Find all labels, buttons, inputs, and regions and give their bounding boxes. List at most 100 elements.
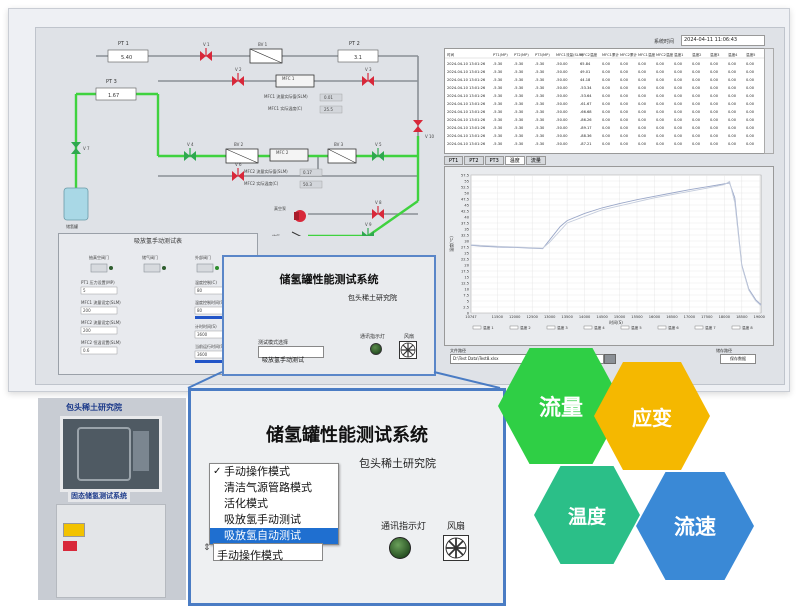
valve-icon[interactable]: V 4 [184, 142, 196, 161]
legend-swatch[interactable] [546, 325, 556, 330]
pt1-pressure-input[interactable] [80, 286, 118, 295]
table-cell: 0.00 [728, 118, 737, 122]
manual-btn-label-1: 储气阀门 [142, 254, 158, 260]
legend-swatch[interactable] [657, 325, 667, 330]
mode-option-3[interactable]: 吸放氢手动测试 [224, 513, 301, 526]
table-header: MFC1温度 [638, 52, 656, 57]
table-cell: -5.30 [493, 110, 503, 114]
mode-option-2[interactable]: 活化模式 [224, 497, 268, 510]
vacuum-valve-button[interactable] [90, 263, 108, 273]
right-field-label-2: 计时时间(S) [195, 323, 217, 329]
valve-icon[interactable]: V 2 [232, 67, 244, 86]
table-scrollbar[interactable] [764, 48, 774, 154]
system-panel: 储氢罐性能测试系统 包头稀土研究院 测试模式选择 吸放氢手动测试 通讯指示灯 风… [222, 255, 436, 376]
table-header: MFC2温度 [580, 52, 598, 57]
table-cell: 0.00 [656, 110, 665, 114]
table-cell: -50.00 [556, 142, 568, 146]
table-row[interactable]: 2024-04-10 13:01:26-5.30-5.30-5.30-50.00… [447, 126, 755, 130]
table-cell: 0.00 [692, 70, 701, 74]
table-cell: 0.00 [638, 62, 647, 66]
tab-flow[interactable]: 流量 [525, 156, 546, 165]
table-cell: 0.00 [746, 102, 755, 106]
tab-pt1[interactable]: PT1 [444, 156, 464, 165]
legend-swatch[interactable] [731, 325, 741, 330]
valve-icon[interactable] [71, 142, 81, 154]
table-cell: -88.36 [580, 134, 592, 138]
mfc1-temp-value: 25.5 [324, 107, 333, 112]
mfc2-flow-input[interactable] [80, 326, 118, 335]
table-cell: 0.00 [746, 134, 755, 138]
folder-icon[interactable] [604, 354, 616, 364]
table-row[interactable]: 2024-04-10 13:01:26-5.30-5.30-5.30-50.00… [447, 86, 755, 90]
y-tick-label: 10 [464, 287, 469, 291]
table-row[interactable]: 2024-04-10 13:01:26-5.30-5.30-5.30-50.00… [447, 118, 755, 122]
x-tick-label: 12000 [509, 315, 521, 319]
mode-option-4[interactable]: 吸放氢自动测试 [210, 528, 338, 544]
table-cell: -50.00 [556, 118, 568, 122]
legend-swatch[interactable] [472, 325, 482, 330]
legend-label: 温度 7 [705, 325, 716, 330]
legend-swatch[interactable] [583, 325, 593, 330]
valve-icon[interactable]: V 1 [200, 42, 212, 61]
legend-swatch[interactable] [509, 325, 519, 330]
table-row[interactable]: 2024-04-10 13:01:26-5.30-5.30-5.30-50.00… [447, 110, 755, 114]
x-tick-label: 18500 [736, 315, 748, 319]
valve-icon[interactable]: V 5 [372, 142, 384, 161]
mfc2-temp-label: MFC2 实际温度(C) [244, 180, 279, 186]
mfc2-label: MFC 2 [276, 150, 289, 155]
table-cell: -86.26 [580, 118, 592, 122]
field-label-1: MFC1 流量设定(SLM) [81, 299, 121, 305]
table-row[interactable]: 2024-04-10 13:01:26-5.30-5.30-5.30-50.00… [447, 94, 755, 98]
status-led [162, 266, 166, 270]
mode-dropdown[interactable]: ✓手动操作模式 清洁气源管路模式 活化模式 吸放氢手动测试 吸放氢自动测试 [209, 463, 339, 545]
zoom-mode-select[interactable]: 手动操作模式 [213, 543, 323, 562]
mfc1-temp-label: MFC1 实际温度(C) [268, 105, 303, 111]
tab-pt3[interactable]: PT3 [484, 156, 504, 165]
table-cell: -50.00 [556, 110, 568, 114]
table-cell: 0.00 [674, 126, 683, 130]
x-tick-label: 19000 [754, 315, 766, 319]
zoom-fan-icon[interactable] [443, 535, 469, 561]
table-row[interactable]: 2024-04-10 13:01:26-5.30-5.30-5.30-50.00… [447, 142, 755, 146]
table-row[interactable]: 2024-04-10 13:01:26-5.30-5.30-5.30-50.00… [447, 70, 755, 74]
table-cell: 0.00 [746, 70, 755, 74]
mode-option-1[interactable]: 清洁气源管路模式 [224, 481, 312, 494]
table-cell: -5.30 [514, 78, 524, 82]
tab-pt2[interactable]: PT2 [464, 156, 484, 165]
save-button[interactable]: 保存数据 [720, 354, 756, 364]
mode-select-value: 吸放氢手动测试 [262, 357, 305, 364]
fan-icon[interactable] [399, 341, 417, 359]
valve-icon[interactable] [413, 120, 423, 132]
external-valve-button[interactable] [196, 263, 214, 273]
table-cell: 65.84 [580, 62, 591, 66]
table-row[interactable]: 2024-04-10 13:01:26-5.30-5.30-5.30-50.00… [447, 134, 755, 138]
table-cell: 2024-04-10 13:01:26 [447, 134, 486, 138]
cabinet-gauge [133, 431, 149, 471]
table-cell: -5.30 [535, 94, 545, 98]
table-cell: 0.00 [692, 94, 701, 98]
valve-icon[interactable]: V 9 [362, 222, 374, 236]
table-row[interactable]: 2024-04-10 13:01:26-5.30-5.30-5.30-50.00… [447, 62, 755, 66]
valve-v10-label: V 10 [425, 134, 435, 139]
legend-swatch[interactable] [620, 325, 630, 330]
mfc1-flow-input[interactable] [80, 306, 118, 315]
table-cell: 0.00 [710, 126, 719, 130]
table-cell: 0.00 [656, 86, 665, 90]
table-row[interactable]: 2024-04-10 13:01:26-5.30-5.30-5.30-50.00… [447, 78, 755, 82]
storage-valve-button[interactable] [143, 263, 161, 273]
valve-group: V 1 V 2 V 3 V 6 V 8 V 10 [200, 42, 435, 219]
valve-icon[interactable]: V 6 [232, 162, 244, 181]
mode-select[interactable]: 吸放氢手动测试 [258, 346, 324, 364]
mode-option-0[interactable]: ✓手动操作模式 [213, 465, 290, 478]
table-cell: 0.00 [692, 110, 701, 114]
valve-icon[interactable]: V 3 [362, 67, 374, 86]
table-cell: -5.30 [514, 110, 524, 114]
valve-icon[interactable]: V 8 [372, 200, 384, 219]
mode-select-arrow-icon[interactable]: ⇕ [203, 543, 211, 553]
tab-temperature[interactable]: 温度 [504, 156, 525, 165]
table-row[interactable]: 2024-04-10 13:01:26-5.30-5.30-5.30-50.00… [447, 102, 755, 106]
legend-swatch[interactable] [694, 325, 704, 330]
mfc2-temp-input[interactable] [80, 346, 118, 355]
table-cell: 2024-04-10 13:01:26 [447, 118, 486, 122]
x-tick-label: 10747 [465, 315, 476, 319]
